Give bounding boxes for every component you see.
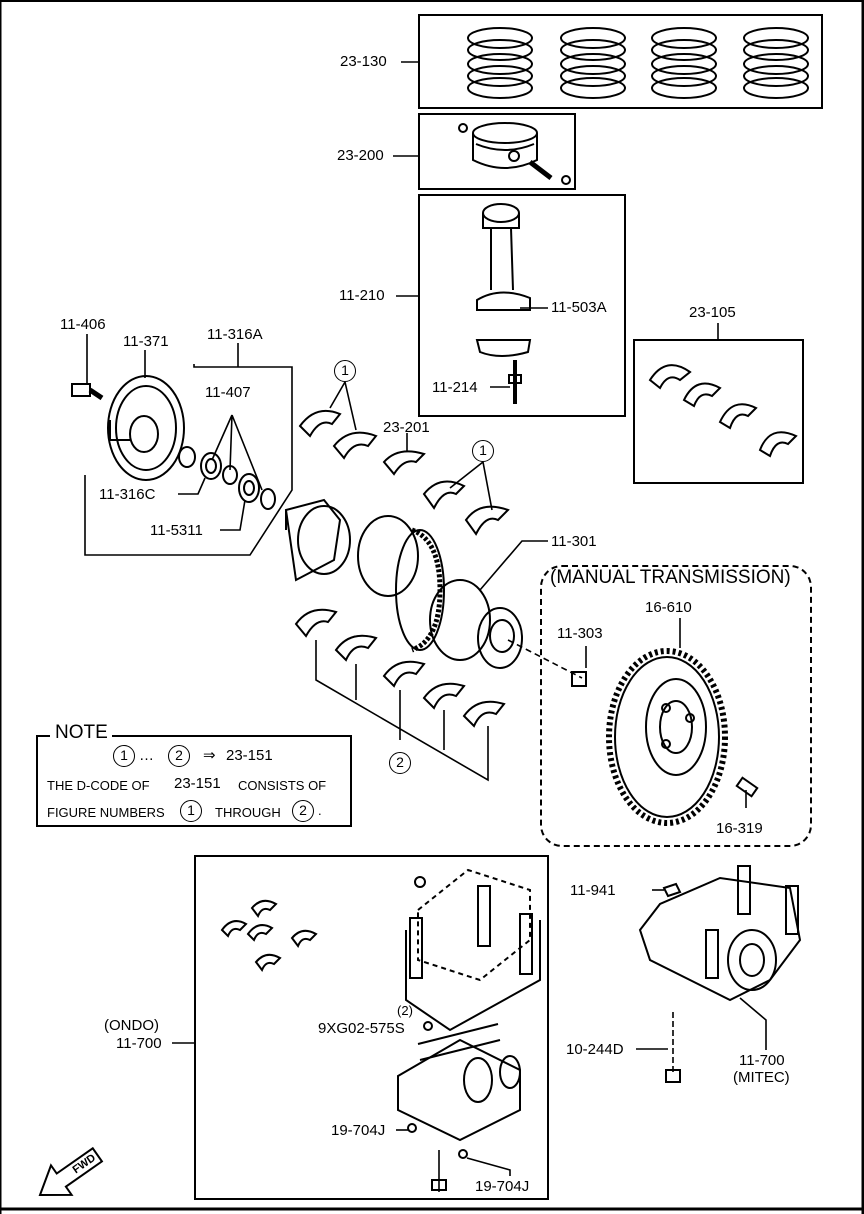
label-11-371: 11-371 — [123, 333, 169, 350]
manual-transmission-box — [540, 565, 812, 847]
note-top-right-rule — [112, 735, 352, 737]
callout-2-small: 2 — [401, 1003, 409, 1018]
rod-bearings — [648, 364, 798, 458]
note-callout-2: 2 — [168, 745, 190, 767]
label-23-200: 23-200 — [337, 147, 384, 164]
label-9xg02-callout: (2) — [397, 1003, 413, 1018]
crankshaft — [284, 498, 523, 669]
mitec-balancer-unit — [638, 865, 802, 1002]
fwd-arrow — [38, 1146, 104, 1197]
main-bearings-upper — [298, 410, 510, 536]
label-ondo: (ONDO) — [104, 1017, 159, 1034]
callout-1-upper-left: 1 — [334, 360, 356, 382]
balancer-shafts — [397, 1023, 521, 1142]
label-11-503a: 11-503A — [551, 299, 607, 316]
note-code: 23-151 — [226, 747, 273, 764]
note-line3-b: THROUGH — [215, 805, 281, 820]
connecting-rod — [475, 203, 532, 404]
label-11-301: 11-301 — [551, 533, 597, 550]
note-line3-a: FIGURE NUMBERS — [47, 805, 165, 820]
label-23-201: 23-201 — [383, 419, 430, 436]
oil-seals — [178, 446, 276, 510]
label-19-704j-b: 19-704J — [475, 1178, 530, 1195]
ondo-box — [194, 855, 549, 1200]
note-callout-1: 1 — [113, 745, 135, 767]
note-line3-end: . — [318, 803, 322, 818]
label-11-407: 11-407 — [205, 384, 251, 401]
label-11-700-ondo: 11-700 — [116, 1035, 162, 1052]
label-manual-transmission: (MANUAL TRANSMISSION) — [550, 567, 791, 588]
note-box — [36, 735, 352, 827]
note-top-left-rule — [36, 735, 50, 737]
callout-2-lower: 2 — [389, 752, 411, 774]
piston-rings — [467, 27, 809, 99]
flywheel — [606, 648, 728, 826]
label-11-316a: 11-316A — [207, 326, 263, 343]
label-19-704j-a: 19-704J — [331, 1122, 386, 1139]
label-16-319: 16-319 — [716, 820, 763, 837]
note-line2-b: CONSISTS OF — [238, 778, 327, 793]
callout-1-upper-right: 1 — [472, 440, 494, 462]
label-11-316c: 11-316C — [99, 486, 156, 503]
label-mitec: (MITEC) — [733, 1069, 790, 1086]
balancer-bearings — [220, 899, 318, 973]
balancer-housing — [405, 868, 541, 1032]
label-9xg02-575s: 9XG02-575S — [318, 1020, 405, 1037]
bearing-box — [633, 339, 804, 484]
bolt-11-406 — [71, 383, 104, 401]
note-line3-callout-1: 1 — [180, 800, 202, 822]
note-title: NOTE — [52, 723, 111, 742]
label-11-941: 11-941 — [570, 882, 616, 899]
label-11-700-mitec: 11-700 — [739, 1052, 785, 1069]
piston-box — [418, 113, 576, 190]
label-11-303: 11-303 — [557, 625, 603, 642]
label-10-244d: 10-244D — [566, 1041, 624, 1058]
main-bearings-lower — [294, 608, 506, 728]
label-23-130: 23-130 — [340, 53, 387, 70]
label-11-5311: 11-5311 — [150, 522, 203, 539]
connecting-rod-box — [418, 194, 626, 417]
label-11-210: 11-210 — [339, 287, 385, 304]
piston — [458, 122, 571, 185]
label-16-610: 16-610 — [645, 599, 692, 616]
note-ellipsis: … — [139, 747, 154, 764]
note-line2-a: THE D-CODE OF — [47, 778, 150, 793]
note-line2-code: 23-151 — [174, 775, 221, 792]
piston-ring-box — [418, 14, 823, 109]
label-11-406: 11-406 — [60, 316, 106, 333]
label-11-214: 11-214 — [432, 379, 478, 396]
crank-pulley — [107, 375, 185, 481]
note-line3-callout-2: 2 — [292, 800, 314, 822]
note-arrow: ⇒ — [203, 747, 216, 764]
label-23-105: 23-105 — [689, 304, 736, 321]
